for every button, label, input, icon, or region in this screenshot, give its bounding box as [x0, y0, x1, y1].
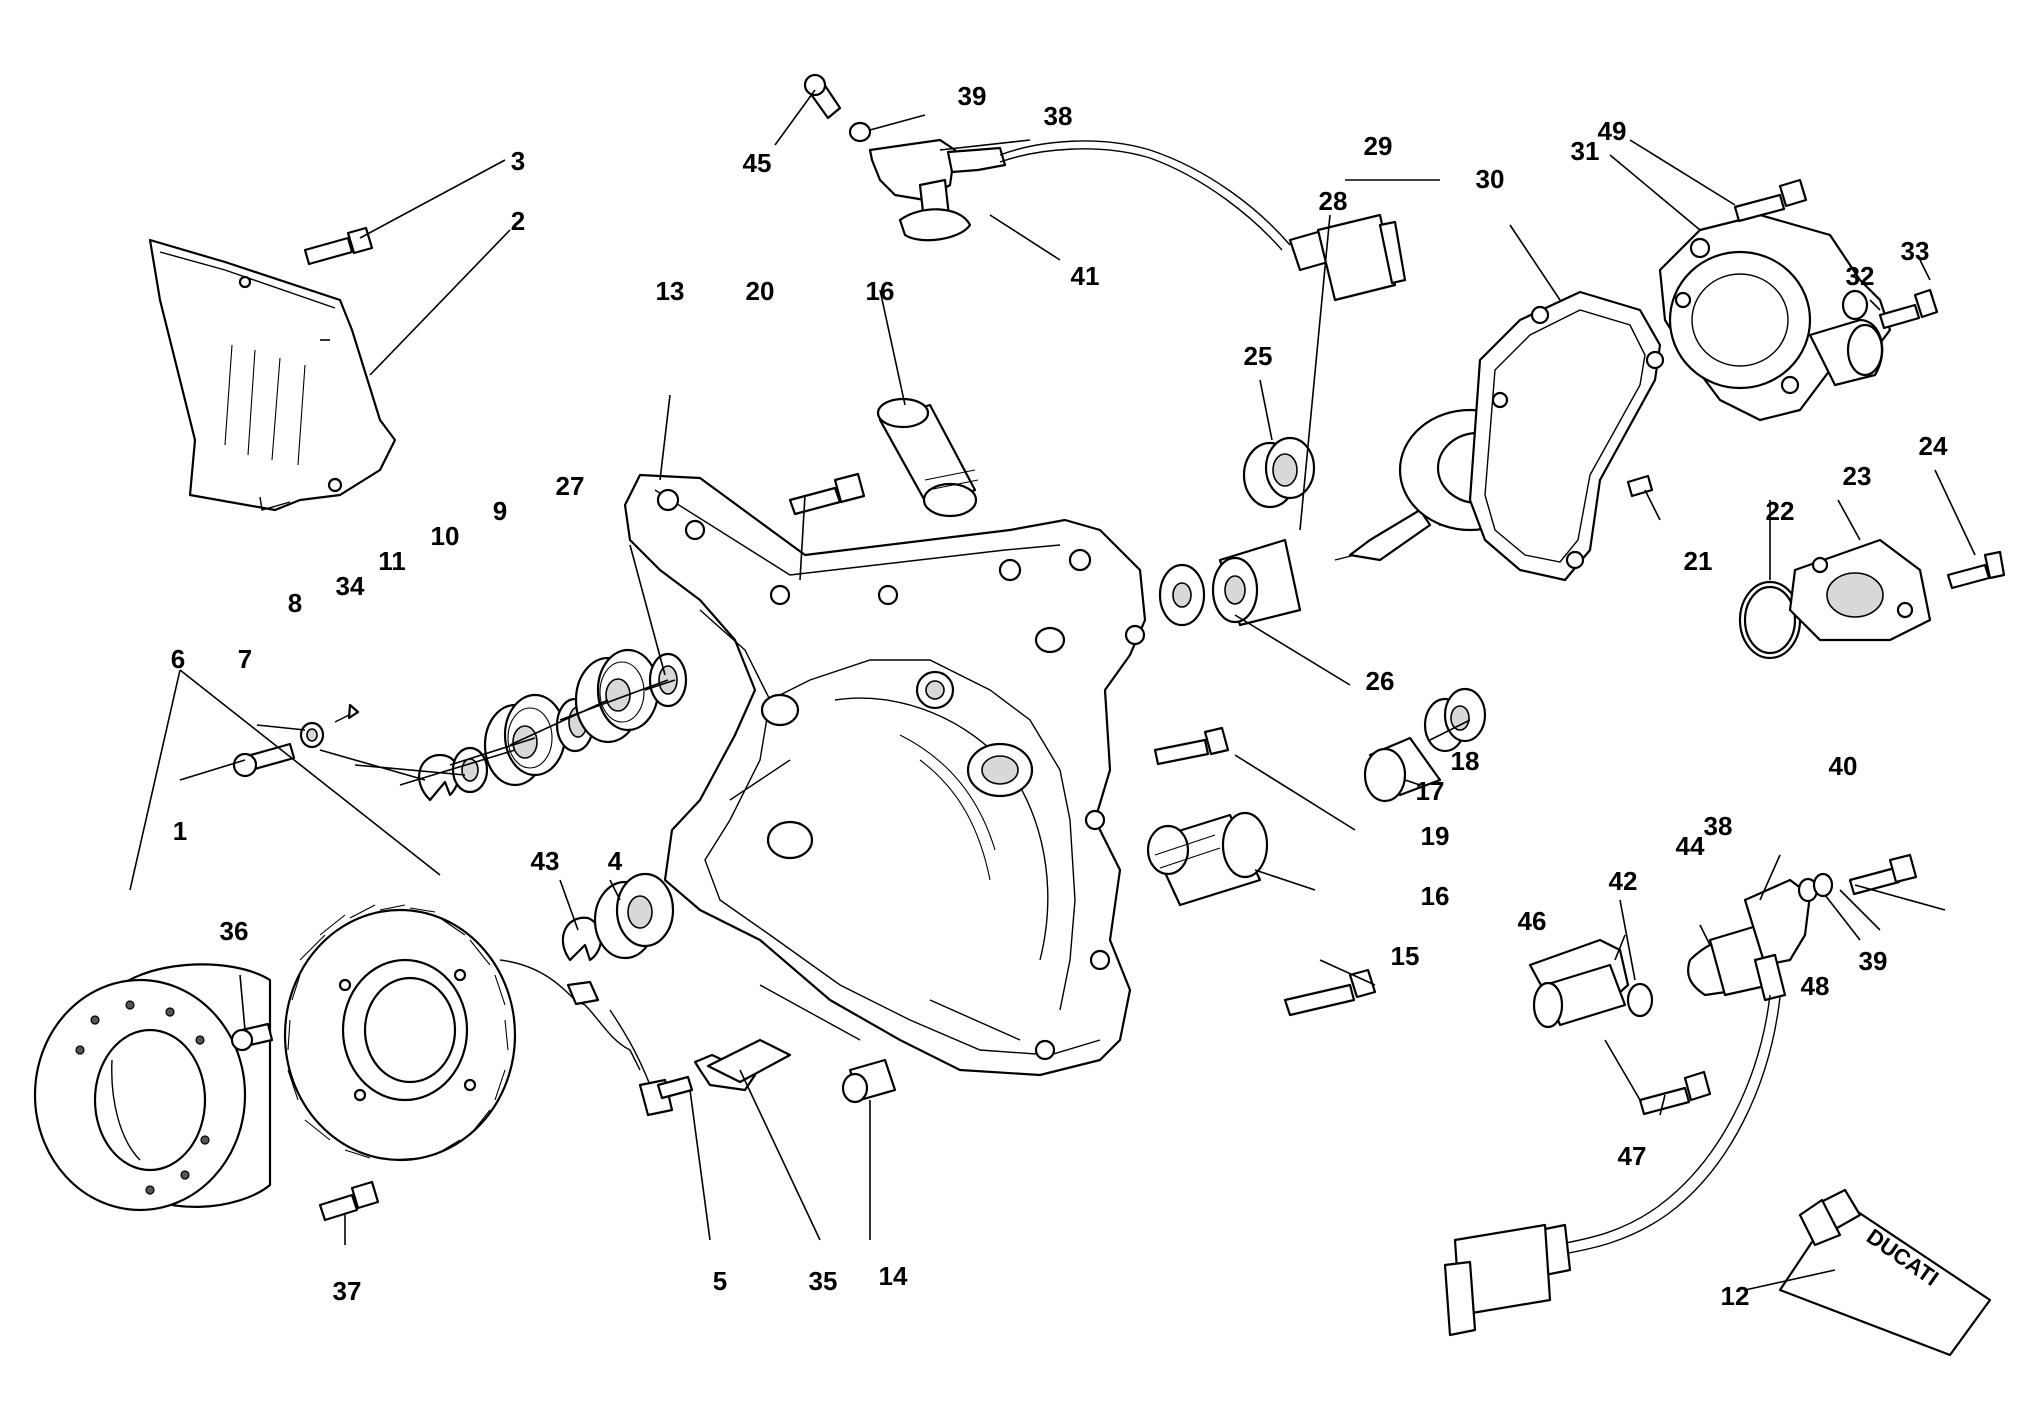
callout-27: 27 — [556, 471, 585, 501]
callout-8: 8 — [288, 588, 302, 618]
callout-7: 7 — [238, 644, 252, 674]
speed-sensor-bottom — [1443, 853, 1918, 1337]
flange-23 — [1788, 538, 1932, 642]
callout-31: 31 — [1571, 136, 1600, 166]
screw-20 — [788, 472, 866, 516]
oring-22 — [1738, 580, 1802, 660]
callout-48: 48 — [1801, 971, 1830, 1001]
bush-17 — [1363, 736, 1442, 803]
callout-30: 30 — [1476, 164, 1505, 194]
stator-screw-36 — [230, 1022, 274, 1052]
callout-21: 21 — [1684, 546, 1713, 576]
seal-18 — [1423, 687, 1487, 753]
callout-32: 32 — [1846, 261, 1875, 291]
rotor-screw-37 — [318, 1180, 380, 1222]
callout-10: 10 — [431, 521, 460, 551]
bush-16-top — [876, 397, 979, 518]
cover-screw-3 — [303, 226, 374, 266]
generator-cover — [623, 473, 1147, 1077]
callout-44: 44 — [1676, 831, 1705, 861]
generator-rotor — [33, 963, 272, 1212]
callout-5: 5 — [713, 1266, 727, 1296]
callout-42: 42 — [1609, 866, 1638, 896]
callout-14: 14 — [879, 1261, 908, 1291]
callout-45: 45 — [743, 148, 772, 178]
sealant-tube: DUCATI — [1778, 1188, 1992, 1357]
callout-2: 2 — [511, 206, 525, 236]
pump-gasket — [1468, 290, 1665, 582]
callout-9: 9 — [493, 496, 507, 526]
callout-25: 25 — [1244, 341, 1273, 371]
callout-43: 43 — [531, 846, 560, 876]
callout-20: 20 — [746, 276, 775, 306]
bearing-4-ring-43 — [561, 872, 675, 962]
callout-16-bottom: 16 — [1421, 881, 1450, 911]
callout-37: 37 — [333, 1276, 362, 1306]
callout-6-label: 6 — [171, 644, 185, 674]
callout-3: 3 — [511, 146, 525, 176]
callout-18: 18 — [1451, 746, 1480, 776]
callout-34: 34 — [336, 571, 365, 601]
callout-36: 36 — [220, 916, 249, 946]
screw-24 — [1946, 550, 2006, 590]
callout-15: 15 — [1391, 941, 1420, 971]
callout-35: 35 — [809, 1266, 838, 1296]
callout-39-top: 39 — [958, 81, 987, 111]
dowel-21 — [1626, 474, 1654, 498]
callout-46: 46 — [1518, 906, 1547, 936]
callout-12: 12 — [1721, 1281, 1750, 1311]
screw-19 — [1153, 726, 1230, 766]
callout-4: 4 — [608, 846, 623, 876]
callout-1: 1 — [173, 816, 187, 846]
washer-32-screw-33 — [1841, 288, 1939, 330]
screw-5-clip-35 — [656, 1038, 792, 1100]
callout-28: 28 — [1319, 186, 1348, 216]
callout-49: 49 — [1598, 116, 1627, 146]
callout-39-bottom: 39 — [1859, 946, 1888, 976]
callout-17: 17 — [1416, 776, 1445, 806]
callout-41: 41 — [1071, 261, 1100, 291]
callout-13: 13 — [656, 276, 685, 306]
pump-cover — [1658, 213, 1892, 422]
bearing-stack — [232, 648, 688, 802]
seal-25 — [1242, 436, 1316, 509]
callout-38-bottom: 38 — [1704, 811, 1733, 841]
callout-24: 24 — [1919, 431, 1948, 461]
callout-23: 23 — [1843, 461, 1872, 491]
callout-16-top: 16 — [866, 276, 895, 306]
callout-19: 19 — [1421, 821, 1450, 851]
callout-26: 26 — [1366, 666, 1395, 696]
callout-47: 47 — [1618, 1141, 1647, 1171]
callout-22: 22 — [1766, 496, 1795, 526]
screw-15 — [1283, 968, 1377, 1017]
dowel-14 — [841, 1058, 897, 1104]
seal-26 — [1158, 538, 1302, 627]
bush-16-bottom — [1146, 811, 1269, 907]
callout-29: 29 — [1364, 131, 1393, 161]
speed-sensor-top — [803, 73, 1407, 302]
callout-38-top: 38 — [1044, 101, 1073, 131]
callout-labels: 3 2 1 4 5 6 7 8 9 10 11 12 13 14 15 16 1… — [171, 81, 1948, 1311]
sprocket-cover — [148, 238, 397, 512]
generator-stator — [283, 904, 674, 1162]
callout-40: 40 — [1829, 751, 1858, 781]
cover-screw-49 — [1733, 178, 1808, 223]
callout-11: 11 — [378, 546, 406, 576]
callout-33: 33 — [1901, 236, 1930, 266]
leader-lines — [129, 89, 1976, 1291]
